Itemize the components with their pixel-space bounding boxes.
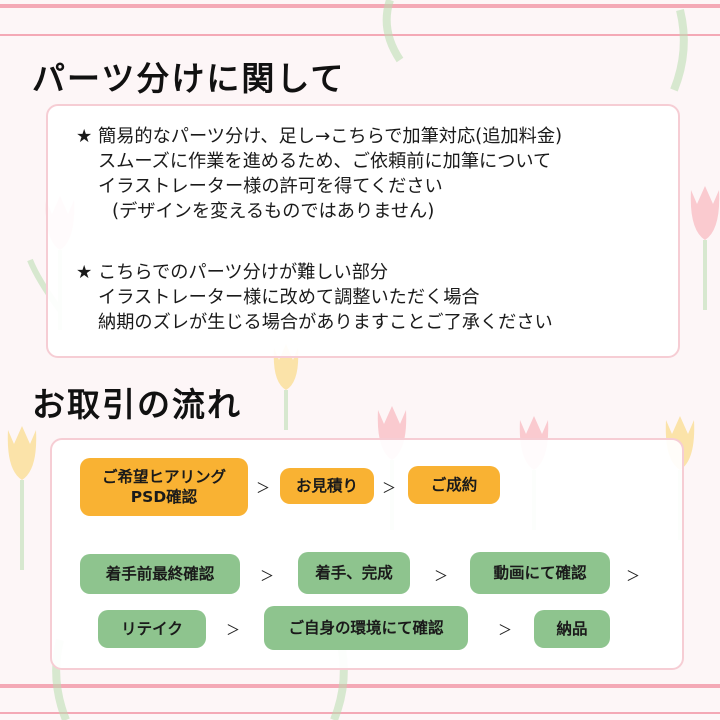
bottom-stripe: [0, 684, 720, 688]
note-line: こちらでのパーツ分けが難しい部分: [98, 262, 389, 283]
star-icon: ★: [76, 126, 93, 147]
parts-notes-card: ★簡易的なパーツ分け、足し→こちらで加筆対応(追加料金) スムーズに作業を進める…: [46, 104, 680, 358]
arrow-icon: ＞: [434, 569, 448, 585]
leaf-icon: [382, 0, 404, 63]
arrow-icon: ＞: [226, 623, 240, 639]
parts-note-1: ★簡易的なパーツ分け、足し→こちらで加筆対応(追加料金) スムーズに作業を進める…: [76, 124, 562, 224]
tulip-pink-icon: [690, 186, 720, 310]
step-estimate: お見積り: [280, 468, 374, 504]
arrow-icon: ＞: [256, 481, 270, 497]
note-line: 簡易的なパーツ分け、足し→こちらで加筆対応(追加料金): [98, 126, 563, 147]
note-line: スムーズに作業を進めるため、ご依頼前に加筆について: [98, 151, 552, 172]
section-heading-parts: パーツ分けに関して: [32, 59, 346, 98]
arrow-icon: ＞: [382, 481, 396, 497]
top-stripe-thin: [0, 34, 720, 36]
star-icon: ★: [76, 262, 93, 283]
step-own-env-check: ご自身の環境にて確認: [264, 606, 468, 650]
tulip-yellow-icon: [273, 344, 299, 430]
note-line: イラストレーター様に改めて調整いただく場合: [98, 287, 480, 308]
step-delivery: 納品: [534, 610, 610, 648]
note-line: 納期のズレが生じる場合がありますことご了承ください: [98, 312, 553, 333]
section-heading-flow: お取引の流れ: [32, 385, 242, 424]
note-line: イラストレーター様の許可を得てください: [98, 176, 443, 197]
bottom-stripe-thin: [0, 712, 720, 714]
tulip-yellow-icon: [7, 426, 37, 570]
step-final-check: 着手前最終確認: [80, 554, 240, 594]
step-hearing: ご希望ヒアリング PSD確認: [80, 458, 248, 516]
arrow-icon: ＞: [626, 569, 640, 585]
step-start-complete: 着手、完成: [298, 552, 410, 594]
parts-note-2: ★こちらでのパーツ分けが難しい部分 イラストレーター様に改めて調整いただく場合 …: [76, 260, 553, 335]
step-retake: リテイク: [98, 610, 206, 648]
note-line: (デザインを変えるものではありません): [112, 201, 435, 222]
leaf-icon: [670, 9, 688, 92]
top-stripe: [0, 4, 720, 8]
step-video-check: 動画にて確認: [470, 552, 610, 594]
arrow-icon: ＞: [260, 569, 274, 585]
step-contract: ご成約: [408, 466, 500, 504]
arrow-icon: ＞: [498, 623, 512, 639]
